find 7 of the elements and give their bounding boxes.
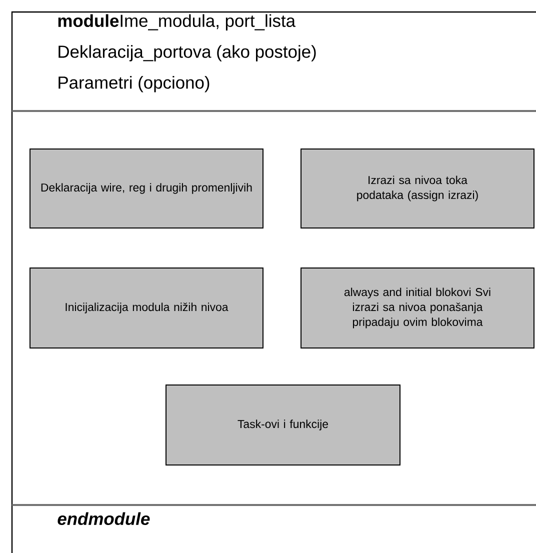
block-box: Task-ovi i funkcije (166, 384, 400, 466)
header-text: moduleIme_modula, port_lista Deklaracija_portova (ako postoje) Parametri (opciono) (58, 14, 316, 92)
block-box: Deklaracija wire, reg i drugih promenljivih (30, 148, 264, 228)
footer-text: endmodule (58, 512, 150, 525)
block-box: Izrazi sa nivoa toka podataka (assign izrazi) (300, 148, 534, 228)
block-box: Inicijalizacija modula nižih nivoa (30, 268, 264, 348)
block-box: always and initial blokovi Svi izrazi sa nivoa ponašanja pripadaju ovim blokovima (300, 268, 534, 348)
